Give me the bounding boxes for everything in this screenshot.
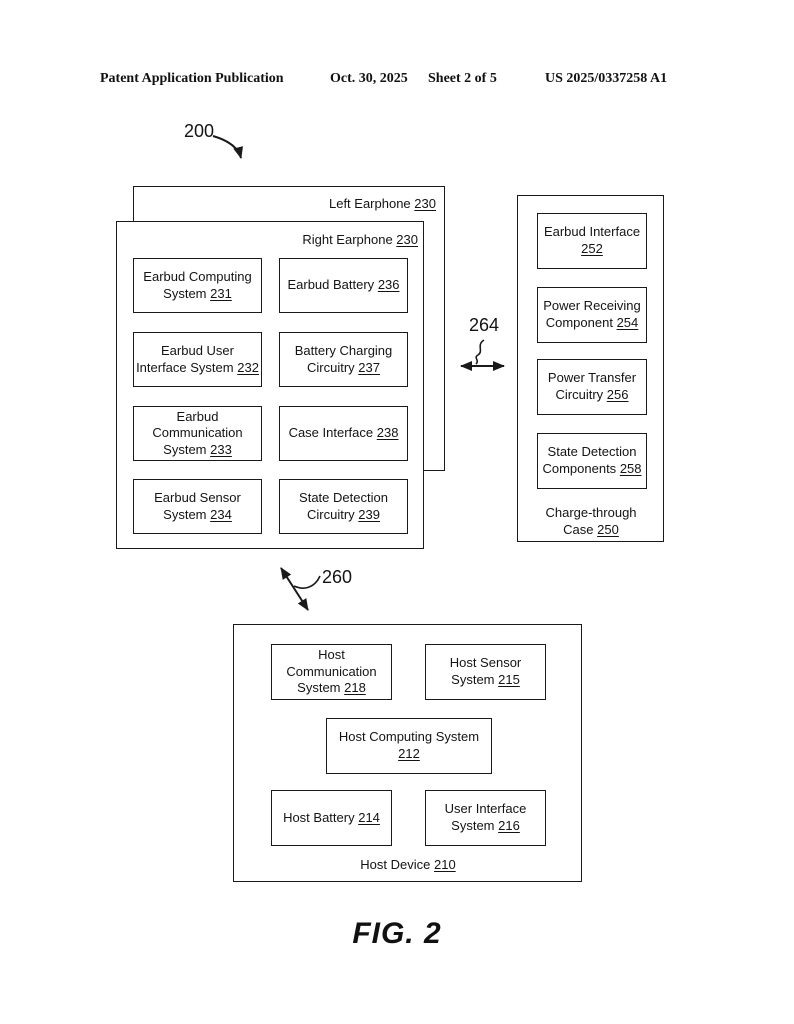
block-ref: 218 (344, 680, 366, 696)
block-ref: 254 (616, 315, 639, 330)
block-ref: 231 (210, 285, 232, 301)
block-ref: 212 (398, 746, 420, 761)
block-label: Power Receiving Component (543, 298, 641, 330)
block-ref: 238 (376, 425, 399, 441)
connector-264-label: 264 (469, 315, 500, 335)
header-publication: Patent Application Publication (100, 71, 284, 86)
block-label: State Detection Components (542, 444, 637, 476)
figure-caption: FIG. 2 (352, 917, 442, 950)
block-label: Host Sensor System (449, 655, 522, 687)
block-label: Host Computing System (338, 729, 480, 745)
block-ref: 232 (237, 359, 259, 375)
lead-arrow-200 (212, 135, 243, 159)
block-ref: 234 (210, 506, 232, 522)
block-host-battery: Host Battery 214 (271, 790, 392, 846)
squiggle-260 (293, 575, 321, 589)
block-label: Earbud Sensor System (154, 489, 241, 522)
block-earbud-communication-system: Earbud Communication System 233 (133, 406, 262, 461)
host-device-title: Host Device 210 (333, 857, 483, 874)
block-ref: 256 (606, 387, 629, 402)
block-ref: 214 (358, 809, 380, 825)
block-earbud-user-interface-system: Earbud User Interface System 232 (133, 332, 262, 387)
case-label: Charge-through Case (545, 505, 637, 537)
block-ref: 215 (498, 672, 520, 687)
block-user-interface-system: User Interface System 216 (425, 790, 546, 846)
block-label: Host Communication System (286, 647, 377, 696)
header-date: Oct. 30, 2025 (330, 71, 408, 86)
block-label: Earbud User Interface System (136, 342, 234, 375)
block-ref: 252 (581, 241, 603, 256)
block-ref: 237 (358, 359, 380, 375)
block-label: User Interface System (444, 801, 527, 833)
squiggle-264 (475, 339, 485, 365)
block-state-detection-circuitry: State Detection Circuitry 239 (279, 479, 408, 534)
block-label: Case Interface (288, 425, 374, 441)
right-earphone-label: Right Earphone (302, 232, 393, 247)
arrow-260 (280, 567, 309, 611)
block-state-detection-components: State Detection Components 258 (537, 433, 647, 489)
block-ref: 233 (210, 441, 232, 457)
block-ref: 216 (498, 818, 520, 833)
block-earbud-computing-system: Earbud Computing System 231 (133, 258, 262, 313)
block-label: Battery Charging Circuitry (294, 342, 393, 375)
block-case-interface: Case Interface 238 (279, 406, 408, 461)
host-ref: 210 (434, 857, 456, 872)
block-host-sensor-system: Host Sensor System 215 (425, 644, 546, 700)
block-ref: 239 (358, 506, 380, 522)
header-sheet: Sheet 2 of 5 (428, 71, 497, 86)
block-label: Earbud Communication System (152, 408, 243, 457)
block-label: Earbud Computing System (143, 268, 252, 301)
block-earbud-sensor-system: Earbud Sensor System 234 (133, 479, 262, 534)
header-patent-number: US 2025/0337258 A1 (545, 71, 668, 86)
block-power-transfer-circuitry: Power Transfer Circuitry 256 (537, 359, 647, 415)
connector-260-label: 260 (322, 567, 353, 587)
block-label: Power Transfer Circuitry (547, 370, 637, 402)
block-label: Host Battery (283, 809, 355, 825)
block-earbud-battery: Earbud Battery 236 (279, 258, 408, 313)
block-ref: 258 (619, 461, 642, 476)
block-host-computing-system: Host Computing System 212 (326, 718, 492, 774)
system-ref-label: 200 (184, 121, 215, 141)
charge-through-case-title: Charge-through Case 250 (535, 505, 647, 539)
block-host-communication-system: Host Communication System 218 (271, 644, 392, 700)
block-ref: 236 (377, 277, 400, 293)
left-earphone-ref: 230 (414, 196, 436, 211)
right-earphone-ref: 230 (396, 232, 418, 247)
block-earbud-interface: Earbud Interface 252 (537, 213, 647, 269)
left-earphone-title: Left Earphone 230 (329, 196, 436, 211)
case-ref: 250 (597, 521, 619, 537)
block-battery-charging-circuitry: Battery Charging Circuitry 237 (279, 332, 408, 387)
right-earphone-title: Right Earphone 230 (302, 232, 418, 247)
block-label: Earbud Battery (287, 277, 375, 293)
block-power-receiving-component: Power Receiving Component 254 (537, 287, 647, 343)
host-label: Host Device (360, 857, 431, 872)
block-label: Earbud Interface (543, 224, 641, 240)
block-label: State Detection Circuitry (299, 489, 388, 522)
left-earphone-label: Left Earphone (328, 196, 411, 211)
